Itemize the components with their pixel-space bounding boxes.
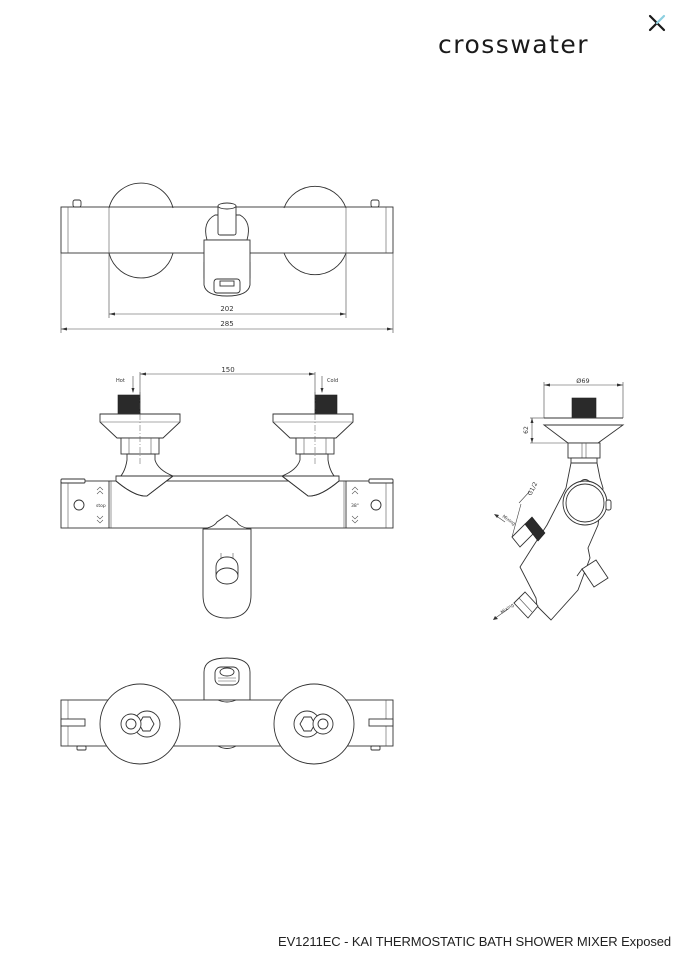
dial-marking-left: stop <box>96 503 106 509</box>
dim-flange-height: 62 <box>523 426 530 434</box>
front-view: 150 Hot Cold <box>60 366 394 619</box>
label-cold: Cold <box>327 378 338 384</box>
dim-overall-width: 285 <box>220 320 233 328</box>
brand-name: crosswater <box>438 30 590 59</box>
top-view: 202 285 <box>60 182 394 333</box>
dim-thread-size: G1/2 <box>527 481 540 497</box>
drawing-caption: EV1211EC - KAI THERMOSTATIC BATH SHOWER … <box>278 934 671 949</box>
side-view: Ø69 62 G1/2 <box>493 377 625 621</box>
dim-flange-diameter: Ø69 <box>576 377 589 385</box>
label-mixing-lower: Mixing <box>500 602 516 615</box>
label-hot: Hot <box>116 378 125 384</box>
dim-inner-width: 202 <box>220 305 233 313</box>
dim-inlet-centres: 150 <box>221 366 234 374</box>
brand-logo: crosswater <box>436 14 666 59</box>
bottom-view <box>60 657 394 765</box>
cross-x-icon <box>648 14 666 32</box>
dial-marking-right: 38° <box>351 503 359 509</box>
